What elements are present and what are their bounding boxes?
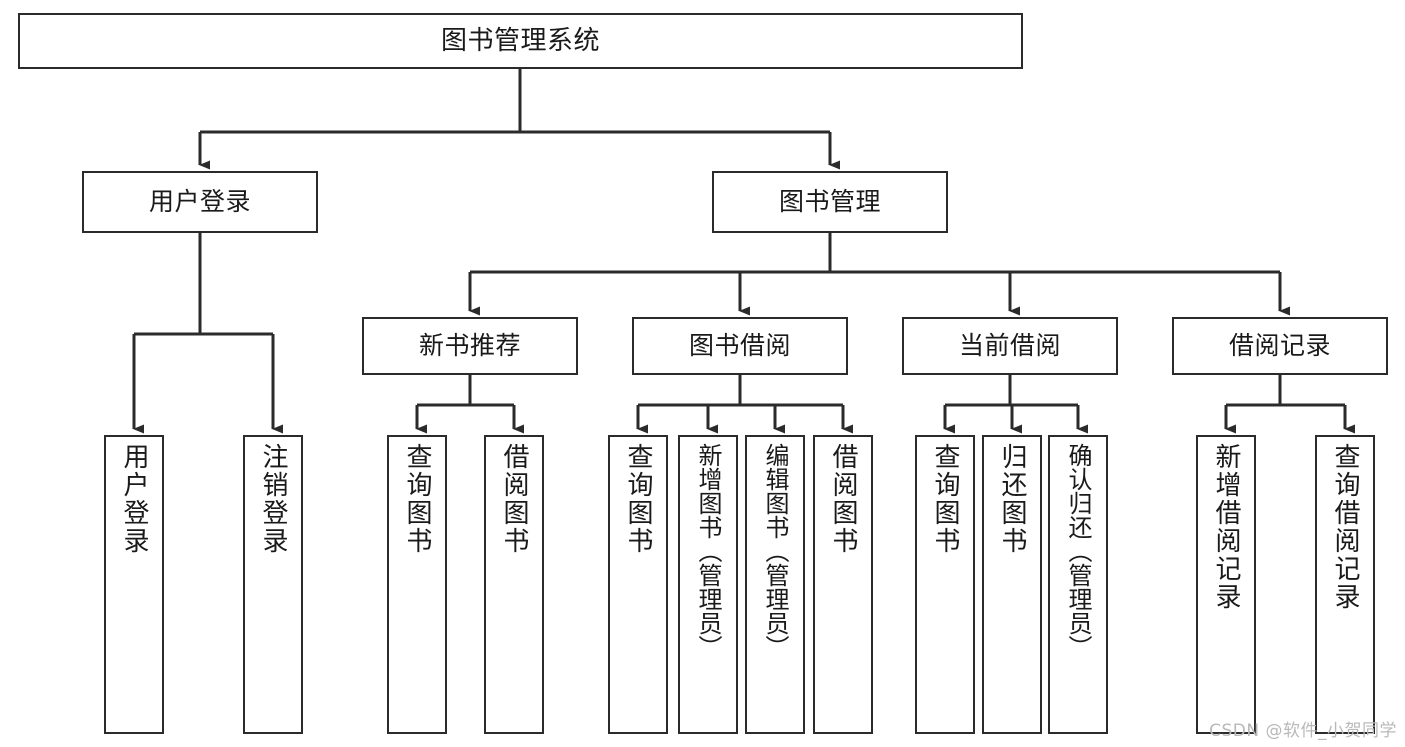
node-level3-new-book-recommend[interactable]: 新书推荐 [362, 317, 578, 375]
node-label: 借阅图书 [499, 443, 529, 555]
node-label: 当前借阅 [958, 331, 1061, 361]
node-label: 查询图书 [930, 443, 960, 555]
node-level3-book-borrow[interactable]: 图书借阅 [632, 317, 848, 375]
node-label: 图书管理系统 [440, 25, 600, 56]
node-label: 确认归还（管理员） [1064, 443, 1092, 659]
node-level2-user-login[interactable]: 用户登录 [82, 171, 318, 233]
node-leaf-leaf-logout[interactable]: 注销登录 [243, 435, 303, 734]
node-label: 归还图书 [997, 443, 1027, 555]
node-root[interactable]: 图书管理系统 [18, 13, 1023, 69]
node-leaf-leaf-add-book[interactable]: 新增图书（管理员） [678, 435, 738, 734]
node-leaf-leaf-confirm-return[interactable]: 确认归还（管理员） [1048, 435, 1108, 734]
node-leaf-leaf-borrow-book-1[interactable]: 借阅图书 [484, 435, 544, 734]
csdn-watermark: CSDN @软件_小贺同学 [1209, 721, 1397, 741]
node-label: 图书借阅 [688, 331, 791, 361]
connector-group [132, 69, 1355, 434]
node-leaf-leaf-return-book[interactable]: 归还图书 [982, 435, 1042, 734]
node-label: 编辑图书（管理员） [761, 443, 789, 659]
node-label: 新增图书（管理员） [694, 443, 722, 659]
node-leaf-leaf-edit-book[interactable]: 编辑图书（管理员） [745, 435, 805, 734]
node-level3-current-borrow[interactable]: 当前借阅 [902, 317, 1118, 375]
node-label: 新书推荐 [418, 331, 521, 361]
node-leaf-leaf-query-book-1[interactable]: 查询图书 [387, 435, 447, 734]
node-label: 查询图书 [623, 443, 653, 555]
node-label: 新增借阅记录 [1211, 443, 1241, 611]
node-label: 图书管理 [778, 187, 881, 217]
node-label: 查询借阅记录 [1330, 443, 1360, 611]
node-level3-borrow-record[interactable]: 借阅记录 [1172, 317, 1388, 375]
node-level2-book-manage[interactable]: 图书管理 [712, 171, 948, 233]
node-label: 用户登录 [119, 443, 149, 555]
node-label: 查询图书 [402, 443, 432, 555]
node-label: 借阅记录 [1228, 331, 1331, 361]
node-leaf-leaf-query-book-2[interactable]: 查询图书 [608, 435, 668, 734]
node-leaf-leaf-user-login[interactable]: 用户登录 [104, 435, 164, 734]
node-label: 注销登录 [258, 443, 288, 555]
node-label: 用户登录 [148, 187, 251, 217]
node-leaf-leaf-query-book-3[interactable]: 查询图书 [915, 435, 975, 734]
node-leaf-leaf-query-record[interactable]: 查询借阅记录 [1315, 435, 1375, 734]
node-leaf-leaf-add-record[interactable]: 新增借阅记录 [1196, 435, 1256, 734]
node-label: 借阅图书 [828, 443, 858, 555]
node-leaf-leaf-borrow-book-2[interactable]: 借阅图书 [813, 435, 873, 734]
